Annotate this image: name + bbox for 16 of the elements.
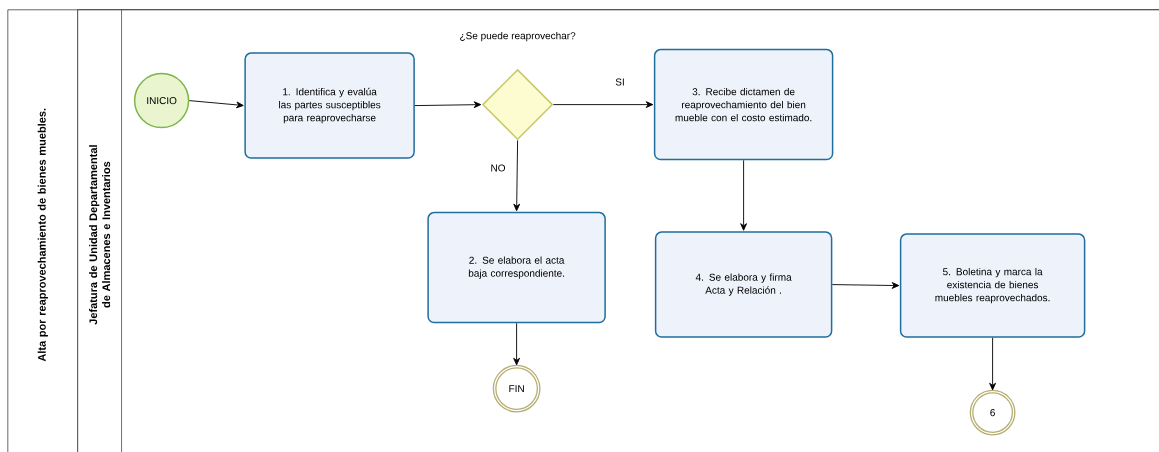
task-box: 3. Recibe dictamen de reaprovechamiento del bien mueble con el costo estimado. — [653, 48, 834, 161]
arrow — [513, 139, 521, 212]
edge-label: SI — [614, 77, 626, 87]
arrow — [740, 159, 747, 231]
task-box: 1. Identifica y evalúa las partes susceptibles para reaprovecharse — [244, 52, 415, 159]
arrow — [831, 282, 900, 289]
task-box: 2. Se elabora el acta baja correspondiente. — [427, 211, 606, 324]
edge-label: NO — [489, 163, 507, 173]
task-box: 5. Boletina y marca la existencia de bienes muebles reaprovechados. — [899, 233, 1086, 338]
arrow — [552, 101, 654, 108]
task-box: 4. Se elabora y firma Acta y Relación . — [654, 231, 833, 338]
arrow — [188, 100, 244, 109]
question-label: ¿Se puede reaprovechar? — [460, 31, 576, 42]
arrow — [513, 322, 520, 366]
arrow — [989, 337, 996, 391]
arrow — [414, 101, 482, 109]
